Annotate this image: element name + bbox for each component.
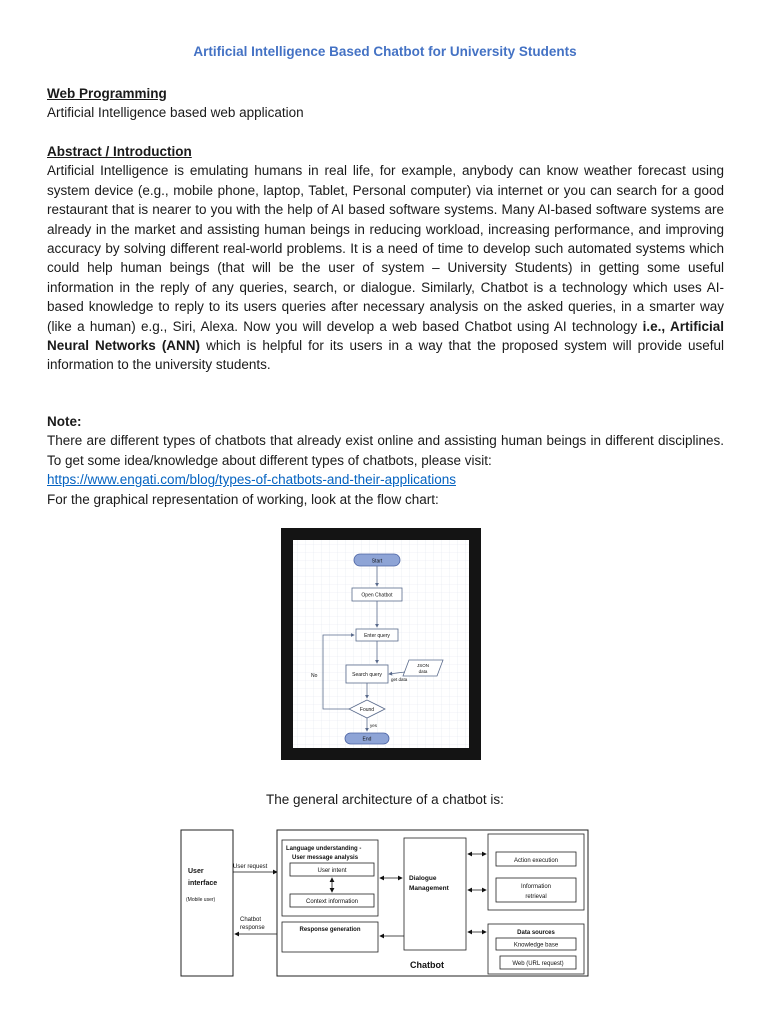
section-heading: Abstract / Introduction [47, 144, 192, 159]
json-data-label-2: data [419, 669, 428, 674]
found-label: Found [360, 707, 374, 713]
knowledge-base-label: Knowledge base [514, 943, 559, 949]
user-interface-label-2: interface [188, 880, 217, 887]
start-label: Start [372, 559, 383, 565]
abstract-paragraph: Artificial Intelligence is emulating hum… [47, 161, 724, 374]
flowchart-intro: For the graphical representation of work… [47, 491, 439, 507]
dialogue-management-label: Dialogue [409, 875, 437, 882]
flowchart-figure: Start Open Chatbot Enter query Search qu… [281, 528, 481, 760]
end-terminator [344, 732, 390, 745]
user-interface-label: User [188, 868, 204, 875]
abstract-text: Artificial Intelligence is emulating hum… [47, 163, 724, 334]
dialogue-management-box [403, 837, 467, 951]
abstract-bold-text: i.e., Artificial Neural Networks (ANN) [47, 318, 724, 354]
action-execution-box [495, 851, 577, 867]
web-url-label: Web (URL request) [512, 961, 563, 967]
action-execution-label: Action execution [514, 858, 558, 864]
user-intent-label: User intent [317, 868, 346, 874]
no-label: No [311, 673, 318, 679]
abstract-text-end: which is helpful for its users in a way … [47, 338, 724, 373]
knowledge-base-box [495, 937, 577, 951]
flowchart-diagram: Start Open Chatbot Enter query Search qu… [293, 540, 469, 748]
web-url-box [499, 955, 577, 970]
note-heading: Note: [47, 414, 82, 429]
enter-query-label: Enter query [364, 633, 390, 639]
context-information-box [289, 893, 375, 908]
information-retrieval-box [495, 877, 577, 903]
architecture-diagram: User interface (Mobile user) User reques… [180, 829, 589, 977]
information-retrieval-label-2: retrieval [525, 894, 546, 900]
architecture-figure: User interface (Mobile user) User reques… [180, 828, 590, 980]
dialogue-management-label-2: Management [409, 885, 450, 892]
json-data-shape [402, 659, 444, 677]
document-title: Artificial Intelligence Based Chatbot fo… [193, 44, 577, 59]
message-analysis-label: User message analysis [292, 855, 359, 861]
response-generation-label: Response generation [299, 927, 360, 933]
information-retrieval-label: Information [521, 884, 551, 890]
yes-label: yes [370, 723, 378, 728]
section-abstract: Abstract / Introduction Artificial Intel… [47, 142, 724, 375]
search-query-label: Search query [352, 672, 382, 678]
note-text: There are different types of chatbots th… [47, 433, 724, 468]
mobile-user-label: (Mobile user) [186, 897, 216, 903]
user-interface-box [180, 829, 234, 977]
section-note: Note: There are different types of chatb… [47, 412, 724, 509]
context-information-label: Context information [306, 899, 358, 905]
section-heading: Web Programming [47, 86, 167, 101]
data-sources-label: Data sources [517, 930, 555, 936]
get-data-label: get data [391, 677, 408, 682]
language-understanding-label: Language understanding - [286, 846, 361, 852]
open-chatbot-label: Open Chatbot [361, 593, 393, 599]
chatbot-response-label-2: response [240, 925, 265, 931]
section-web-programming: Web Programming Artificial Intelligence … [47, 84, 724, 123]
chatbot-response-label: Chatbot [240, 917, 261, 923]
architecture-caption: The general architecture of a chatbot is… [266, 792, 504, 807]
chatbot-types-link[interactable]: https://www.engati.com/blog/types-of-cha… [47, 472, 456, 488]
user-request-label: User request [233, 864, 268, 870]
json-data-label: JSON [417, 663, 429, 668]
end-label: End [363, 737, 372, 743]
chatbot-label: Chatbot [410, 960, 444, 970]
section-text: Artificial Intelligence based web applic… [47, 105, 304, 121]
user-intent-box [289, 862, 375, 877]
response-generation-box [281, 921, 379, 953]
